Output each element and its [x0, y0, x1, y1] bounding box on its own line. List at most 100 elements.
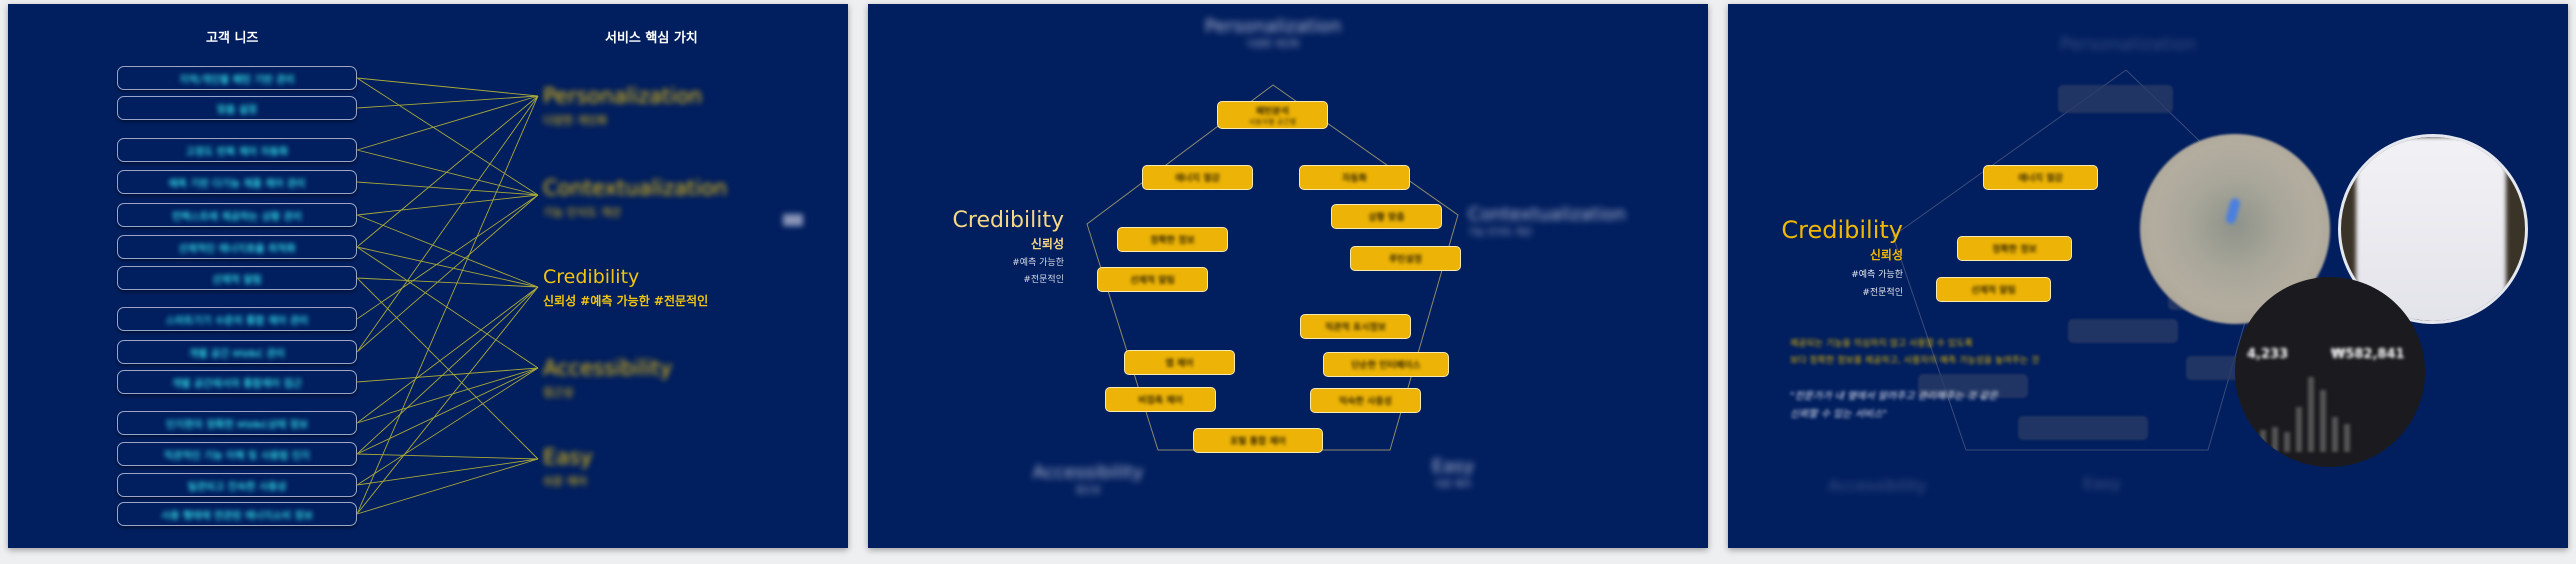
box-accurate-info: 정확한 정보 — [1957, 236, 2072, 261]
need-item: 스마트기기 수준의 통합 제어 관리 — [117, 307, 357, 331]
connection-line — [356, 286, 539, 424]
need-label: 예측 기반 다기능 제품 제어 관리 — [168, 178, 306, 190]
box-energy-saving: 에너지 절감 — [1983, 165, 2098, 190]
connection-line — [356, 286, 539, 515]
need-item: 직관적인 기능 이해 및 사용법 인지 — [117, 442, 357, 466]
need-label: 스마트기기 수준의 통합 제어 관리 — [165, 315, 309, 327]
need-item: 개별 공간에서의 통합제어 접근 — [117, 370, 357, 394]
need-item: 맞춤 설정 — [117, 96, 357, 120]
phone-value-2: ₩582,841 — [2331, 347, 2405, 362]
box-accurate-info: 정확한 정보 — [1117, 227, 1228, 252]
blurred-fragment — [783, 214, 803, 226]
connection-line — [356, 286, 539, 455]
connection-line — [356, 149, 539, 196]
need-label: 선제적인 에너지효율 최적화 — [178, 243, 296, 255]
need-item: 예측 기반 다기능 제품 제어 관리 — [117, 170, 357, 194]
need-label: 맞춤 설정 — [216, 104, 258, 116]
need-label: 직관적인 기능 이해 및 사용법 인지 — [163, 450, 311, 462]
box-proactive-alert: 선제적 알림 — [1097, 267, 1208, 292]
need-label: 고정도 반복 제어 자동화 — [185, 146, 289, 158]
connection-line — [356, 77, 539, 97]
connection-line — [356, 277, 539, 288]
box-familiar-usability: 익숙한 사용성 — [1310, 388, 1421, 413]
ghost-box-3 — [2068, 319, 2178, 343]
ghost-easy: Easy — [2083, 474, 2121, 493]
connection-line — [356, 194, 539, 353]
slide-credibility-detail: Personalization Credibility 신뢰성 #예측 가능한 … — [1728, 4, 2568, 548]
connection-line — [356, 246, 539, 288]
box-context: 상황 맞춤 — [1331, 204, 1442, 229]
connection-line — [356, 367, 539, 486]
connection-line — [356, 367, 539, 424]
connection-lines — [356, 77, 539, 515]
need-item: 고정도 반복 제어 자동화 — [117, 138, 357, 162]
box-app-control: 앱 제어 — [1124, 350, 1235, 375]
device-led-icon — [2224, 197, 2242, 225]
connection-line — [356, 95, 539, 515]
box-portal-control: 포털 통합 제어 — [1193, 428, 1323, 453]
need-label: 컨텍스트에 제공하는 상황 관리 — [171, 211, 303, 223]
need-label: 인지편의 정확한 HVAC상태 정보 — [165, 419, 309, 431]
values-header: 서비스 핵심 가치 — [605, 31, 698, 46]
connection-line — [356, 95, 539, 353]
connection-line — [356, 77, 539, 196]
credibility-label: Credibility 신뢰성 #예측 가능한 #전문적인 — [1781, 216, 1903, 298]
connection-line — [356, 95, 539, 151]
connection-line — [356, 246, 539, 369]
need-item: 컨텍스트에 제공하는 상황 관리 — [117, 203, 357, 227]
box-energy-saving: 에너지 절감 — [1142, 165, 1253, 190]
need-label: 지역/개인별 패턴 기반 관리 — [179, 74, 295, 86]
need-label: 사용 행태에 연관된 에너지소비 정보 — [161, 510, 313, 522]
ghost-box-6 — [2018, 416, 2148, 440]
phone-value-1: 4,233 — [2247, 347, 2289, 362]
need-item: 일관되고 친숙한 사용성 — [117, 473, 357, 497]
connection-line — [356, 214, 539, 288]
need-item: 사용 행태에 연관된 에너지소비 정보 — [117, 502, 357, 526]
app-stats-screenshot-circle: 4,233 ₩582,841 — [2235, 277, 2425, 467]
connection-line — [356, 194, 539, 320]
connection-line — [356, 453, 539, 460]
need-item: 지역/개인별 패턴 기반 관리 — [117, 66, 357, 90]
connection-line — [356, 95, 539, 248]
connection-line — [356, 367, 539, 455]
phone-bar-chart — [2260, 372, 2400, 452]
needs-header: 고객 니즈 — [206, 31, 259, 46]
box-touchless-control: 비접촉 제어 — [1105, 387, 1216, 412]
box-proactive-alert: 선제적 알림 — [1936, 277, 2051, 302]
connection-line — [356, 194, 539, 216]
need-label: 일관되고 친숙한 사용성 — [187, 481, 287, 493]
need-item: 인지편의 정확한 HVAC상태 정보 — [117, 411, 357, 435]
need-label: 개별 공간에서의 통합제어 접근 — [171, 378, 303, 390]
ghost-personalization: Personalization — [2059, 34, 2197, 55]
connection-line — [356, 458, 539, 515]
box-intuitive-display: 직관적 표시정보 — [1300, 314, 1411, 339]
connection-line — [356, 458, 539, 486]
connection-line — [356, 367, 539, 383]
ghost-accessibility: Accessibility — [1828, 476, 1927, 495]
need-item: 선제적 알림 — [117, 266, 357, 290]
connection-line — [356, 277, 539, 460]
need-item: 개별 공간 HVAC 관리 — [117, 340, 357, 364]
need-label: 개별 공간 HVAC 관리 — [188, 348, 286, 360]
credibility-label: Credibility 신뢰성 #예측 가능한 #전문적인 — [952, 208, 1064, 285]
need-label: 선제적 알림 — [212, 274, 262, 286]
box-routine: 루틴설정 — [1350, 246, 1461, 271]
connection-line — [356, 181, 539, 196]
need-item: 선제적인 에너지효율 최적화 — [117, 235, 357, 259]
box-automation: 자동화 — [1299, 165, 1410, 190]
box-simple-interface: 단순한 인터페이스 — [1323, 352, 1449, 377]
